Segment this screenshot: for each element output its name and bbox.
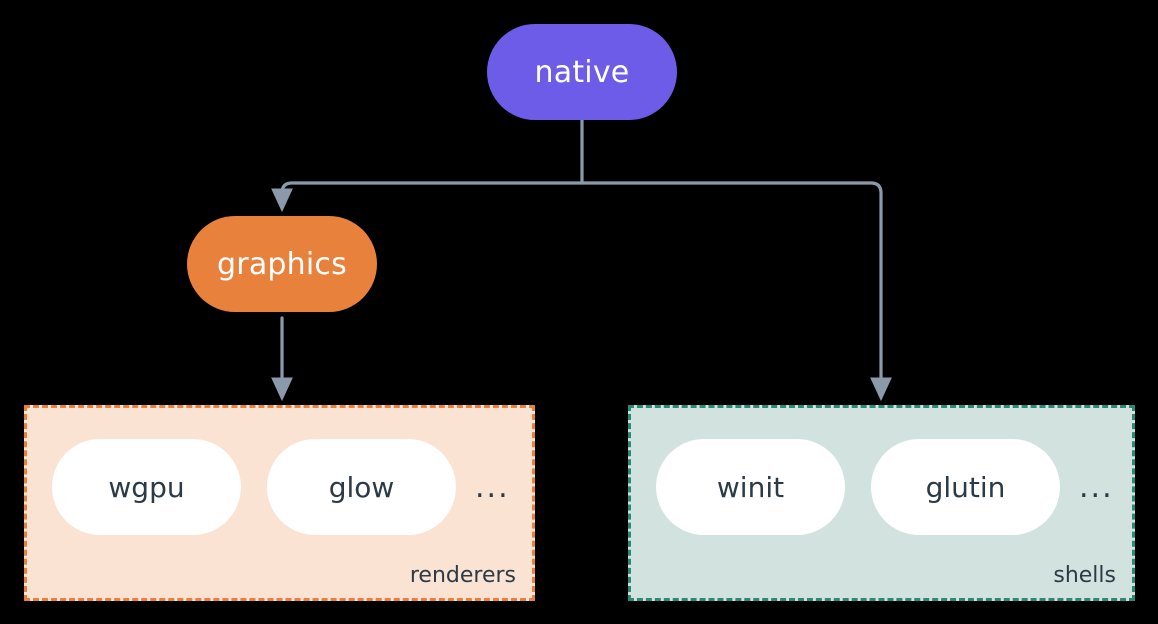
renderers-overflow-ellipsis: ... — [475, 439, 510, 535]
node-winit-label: winit — [716, 470, 785, 504]
group-shells-label: shells — [1053, 563, 1116, 588]
shells-overflow-ellipsis: ... — [1079, 439, 1114, 535]
node-graphics[interactable]: graphics — [187, 216, 377, 312]
node-glow[interactable]: glow — [267, 439, 456, 535]
renderers-overflow-text: ... — [475, 469, 510, 505]
node-native-label: native — [534, 54, 630, 90]
group-renderers: wgpu glow ... renderers — [24, 405, 535, 601]
edge-native-to-shells — [580, 181, 892, 402]
node-glow-label: glow — [328, 470, 395, 504]
node-glutin-label: glutin — [925, 470, 1006, 504]
node-native[interactable]: native — [487, 24, 677, 120]
node-wgpu[interactable]: wgpu — [52, 439, 241, 535]
group-renderers-label: renderers — [409, 563, 516, 588]
node-winit[interactable]: winit — [656, 439, 845, 535]
group-shells: winit glutin ... shells — [628, 405, 1135, 601]
node-graphics-label: graphics — [217, 246, 347, 282]
edge-native-to-graphics — [271, 181, 584, 213]
shells-overflow-text: ... — [1079, 469, 1114, 505]
node-wgpu-label: wgpu — [108, 470, 185, 504]
node-glutin[interactable]: glutin — [871, 439, 1060, 535]
